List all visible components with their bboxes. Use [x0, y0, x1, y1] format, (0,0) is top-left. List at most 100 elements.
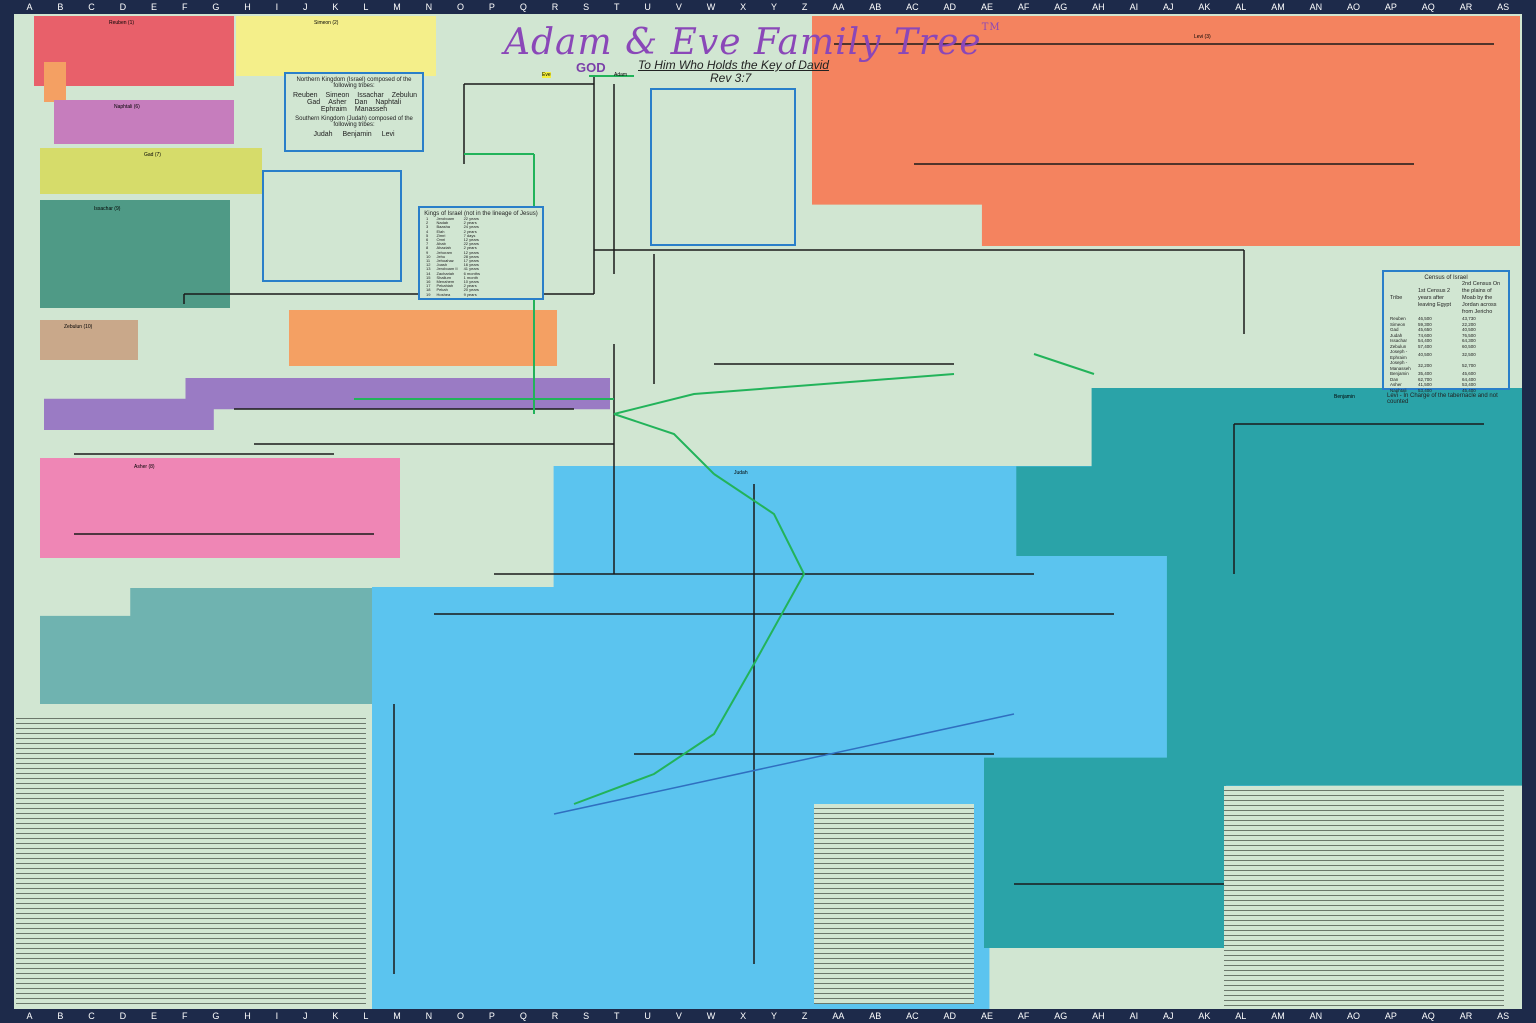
trademark: TM [981, 22, 1001, 33]
column-letter: AD [943, 2, 957, 12]
tribe-name: Manasseh [354, 106, 388, 113]
king-name: Jehoahaz [436, 258, 454, 264]
census-first: 74,600 [1418, 332, 1432, 338]
column-letter: X [740, 2, 747, 12]
king-n: 16 [426, 279, 431, 285]
king-name: Menahem [436, 279, 455, 285]
king-n: 6 [426, 237, 429, 243]
column-letter: AM [1271, 2, 1285, 12]
note-box [262, 170, 402, 282]
node-reuben: Reuben (1) [109, 20, 135, 26]
region-ephraim [289, 310, 557, 366]
king-name: Jeroboam II [436, 266, 458, 272]
column-letter: AA [832, 2, 845, 12]
tribe-name: Asher [328, 99, 347, 106]
column-letter: AA [832, 1011, 845, 1021]
king-years: 6 months [463, 270, 481, 276]
column-letter: D [119, 2, 127, 12]
poster-title: Adam & Eve Family TreeTM [504, 22, 1001, 63]
king-years: 2 years [463, 228, 477, 234]
column-letter: W [706, 1011, 716, 1021]
census-tribe: Simeon [1390, 321, 1406, 327]
tribe-name: Benjamin [342, 131, 372, 138]
node-levi: Levi (3) [1194, 34, 1211, 40]
region-reuben-small [44, 62, 66, 102]
column-letter: O [457, 1011, 465, 1021]
column-letter: V [675, 2, 682, 12]
king-years: 16 years [463, 262, 479, 268]
tribe-name: Zebulun [391, 92, 418, 99]
column-letter: V [675, 1011, 682, 1021]
king-name: Omri [436, 237, 446, 243]
title-text: Adam & Eve Family Tree [504, 22, 982, 63]
census-tribe: Issachar [1390, 338, 1408, 343]
king-years: 28 years [463, 253, 479, 259]
column-letter: AJ [1162, 2, 1174, 12]
column-letter: E [151, 1011, 158, 1021]
census-first: 45,650 [1418, 327, 1432, 332]
node-zebulun: Zebulun (10) [64, 324, 93, 330]
king-name: Ahaziah [436, 245, 451, 251]
column-letter: AC [906, 1011, 919, 1021]
census-tribe: Reuben [1390, 316, 1406, 321]
node-gad: Gad (7) [144, 152, 161, 158]
column-letter: H [244, 1011, 251, 1021]
column-letter: O [457, 2, 465, 12]
name-index-right [1224, 786, 1504, 1006]
column-letter: L [363, 2, 369, 12]
king-name: Hoshea [436, 291, 451, 297]
king-n: 15 [426, 274, 431, 280]
census-tribe: Joseph - Manasseh [1390, 360, 1411, 371]
column-letter: E [151, 2, 158, 12]
column-letter: T [614, 2, 620, 12]
column-letter: I [275, 2, 279, 12]
adam-node: Adam [614, 72, 628, 78]
census-second: 60,500 [1462, 343, 1476, 349]
column-letter: AI [1129, 1011, 1139, 1021]
king-name: Shallum [436, 274, 451, 280]
census-tribe: Zebulun [1390, 343, 1407, 349]
column-letter: S [583, 2, 590, 12]
column-letter: R [551, 2, 559, 12]
column-letter: AP [1384, 1011, 1397, 1021]
node-benjamin: Benjamin [1334, 394, 1355, 400]
king-years: 20 years [463, 287, 479, 293]
king-n: 18 [426, 287, 431, 293]
king-name: Pekahiah [436, 283, 454, 289]
column-letter: M [393, 2, 401, 12]
king-name: Jehoram [436, 249, 453, 255]
king-years: 12 years [463, 249, 479, 255]
column-letter: U [644, 2, 651, 12]
column-letter: AE [980, 2, 993, 12]
column-letter: A [26, 2, 33, 12]
region-gad [40, 148, 262, 194]
family-tree-poster: Adam & Eve Family TreeTM GOD Eve Adam To… [14, 14, 1522, 1009]
tribe-name: Issachar [357, 92, 384, 99]
column-letter: F [181, 1011, 188, 1021]
census-second: 43,730 [1462, 316, 1476, 321]
column-letter: AB [869, 1011, 882, 1021]
column-letter: J [303, 1011, 308, 1021]
kingdoms-box: Northern Kingdom (Israel) composed of th… [284, 72, 424, 152]
census-second: 32,500 [1462, 351, 1476, 357]
king-years: 2 years [463, 220, 477, 226]
column-letter: S [583, 1011, 590, 1021]
name-index-left [16, 714, 366, 1004]
census-second: 64,300 [1462, 338, 1476, 343]
column-letter: M [393, 1011, 401, 1021]
column-letter: G [212, 1011, 220, 1021]
census-first: 41,500 [1418, 382, 1432, 387]
south-heading: Southern Kingdom (Judah) composed of the… [295, 116, 413, 128]
